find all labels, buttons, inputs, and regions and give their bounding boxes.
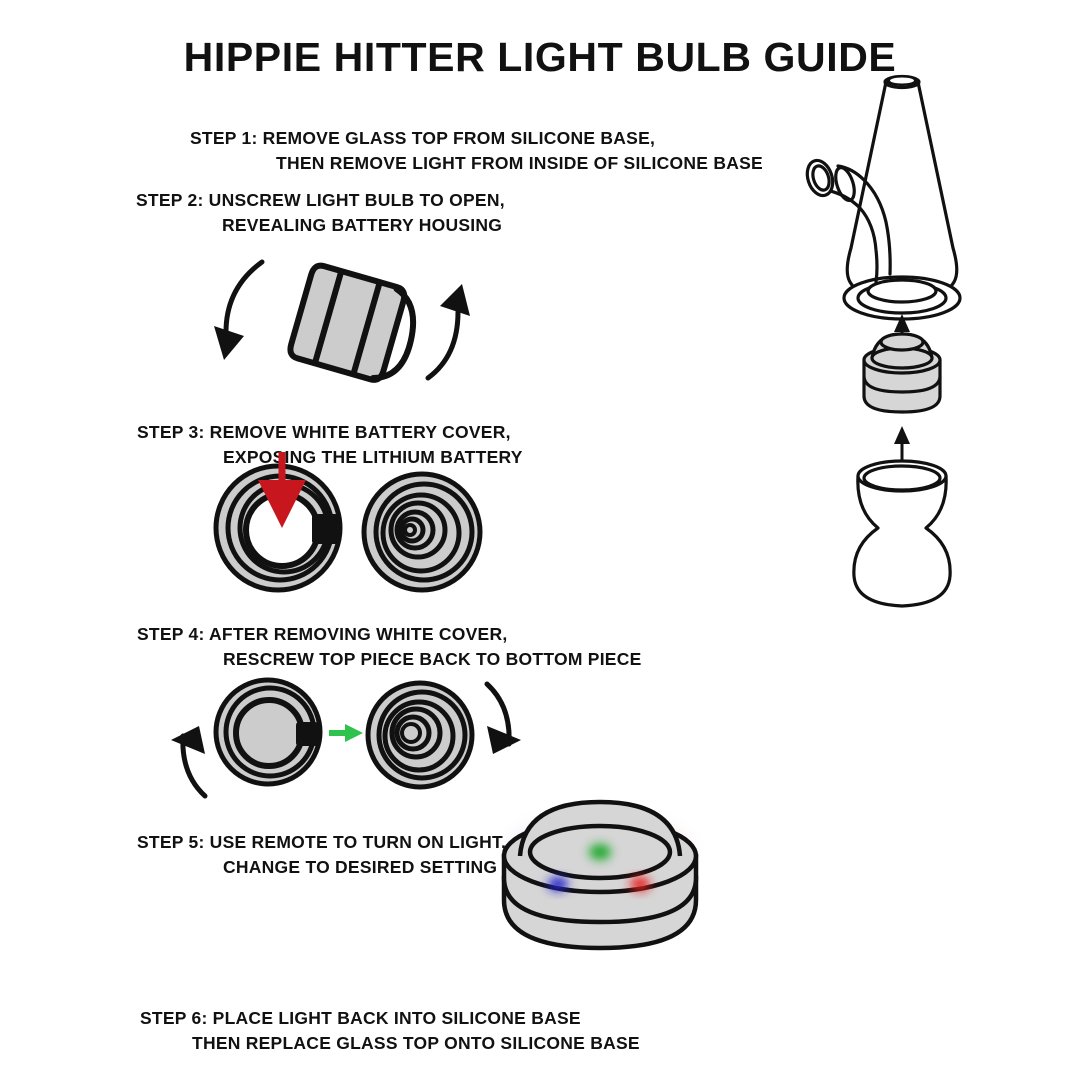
step-2-line-1: STEP 2: UNSCREW LIGHT BULB TO OPEN, [136,190,505,210]
rescrew-arrow-right [484,681,521,754]
step-4-line-1: STEP 4: AFTER REMOVING WHITE COVER, [137,624,508,644]
step-1-text: STEP 1: REMOVE GLASS TOP FROM SILICONE B… [190,126,763,176]
rescrew-arrow-left [171,726,208,799]
rotation-arrow-left [214,259,265,360]
step-3-line-1: STEP 3: REMOVE WHITE BATTERY COVER, [137,422,511,442]
green-right-arrow [329,724,363,742]
battery-cover-disc [213,463,343,593]
glass-arm-upper [836,164,892,276]
step-5-text: STEP 5: USE REMOTE TO TURN ON LIGHT, CHA… [137,830,506,880]
lithium-battery-disc [361,471,483,593]
red-down-arrow [258,452,306,528]
step-2-line-2: REVEALING BATTERY HOUSING [222,215,503,235]
rotation-arrow-right [425,284,470,381]
step-6-line-1: STEP 6: PLACE LIGHT BACK INTO SILICONE B… [140,1008,581,1028]
step-5-line-2: CHANGE TO DESIRED SETTING [223,857,498,877]
step-3-line-2: EXPOSING THE LITHIUM BATTERY [223,447,523,467]
step-3-text: STEP 3: REMOVE WHITE BATTERY COVER, EXPO… [137,420,523,470]
step-6-line-2: THEN REPLACE GLASS TOP ONTO SILICONE BAS… [192,1033,640,1053]
bottom-piece-disc [213,677,323,787]
assembled-piece-disc [365,680,475,790]
unscrew-bulb-figure [200,240,490,400]
step-6-text: STEP 6: PLACE LIGHT BACK INTO SILICONE B… [140,1006,640,1056]
glass-top-cone [845,80,959,298]
step-2-text: STEP 2: UNSCREW LIGHT BULB TO OPEN, REVE… [136,188,505,238]
cover-tab [312,514,338,544]
light-puck-body [501,799,699,951]
assembly-arrow-lower [894,426,910,462]
step-1-line-1: STEP 1: REMOVE GLASS TOP FROM SILICONE B… [190,128,656,148]
exploded-rig-figure [790,60,1020,608]
rgb-light-figure [480,780,720,995]
silicone-base-part [852,459,952,608]
step-4-text: STEP 4: AFTER REMOVING WHITE COVER, RESC… [137,622,642,672]
page-title: HIPPIE HITTER LIGHT BULB GUIDE [183,34,897,80]
battery-cover-figure [200,450,500,600]
step-1-line-2: THEN REMOVE LIGHT FROM INSIDE OF SILICON… [276,153,763,173]
bulb-cylinder [287,262,417,383]
light-puck-part [862,332,942,414]
step-4-line-2: RESCREW TOP PIECE BACK TO BOTTOM PIECE [223,649,642,669]
step-5-line-1: STEP 5: USE REMOTE TO TURN ON LIGHT, [137,832,507,852]
rescrew-figure [165,670,525,805]
led-dots [548,844,650,891]
